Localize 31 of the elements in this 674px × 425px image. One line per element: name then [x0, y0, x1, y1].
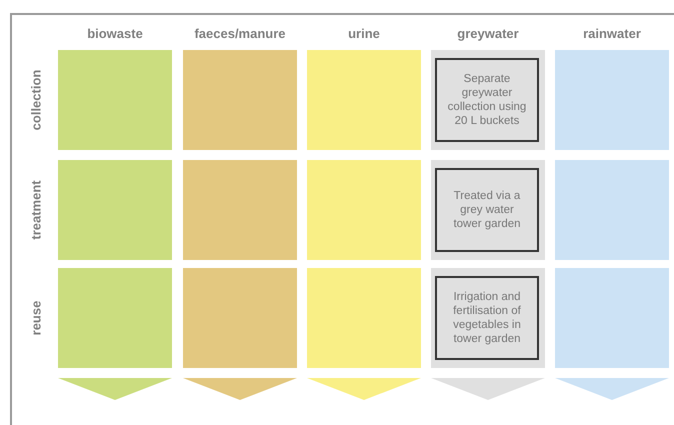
matrix-cell	[555, 160, 669, 260]
matrix-cell	[307, 268, 421, 368]
matrix-cell	[183, 50, 297, 150]
matrix-cell	[58, 50, 172, 150]
down-arrow	[58, 378, 172, 400]
matrix-cell	[183, 160, 297, 260]
down-arrow	[183, 378, 297, 400]
matrix-cell	[307, 50, 421, 150]
column-header: biowaste	[86, 25, 144, 43]
matrix-cell	[183, 268, 297, 368]
row-header: collection	[27, 70, 44, 130]
matrix-cell	[307, 160, 421, 260]
text-box: Separate greywater collection using 20 L buckets	[435, 58, 539, 142]
row-header: reuse	[27, 300, 44, 336]
down-arrow	[431, 378, 545, 400]
text-box: Irrigation and fertilisation of vegetables in tower garden	[435, 276, 539, 360]
matrix-cell	[58, 268, 172, 368]
matrix-cell	[431, 160, 545, 260]
row-header: treatment	[27, 180, 44, 240]
matrix-cell	[431, 50, 545, 150]
matrix-cell	[555, 50, 669, 150]
column-header: greywater	[456, 25, 520, 43]
down-arrow	[307, 378, 421, 400]
down-arrow	[555, 378, 669, 400]
text-box: Treated via a grey water tower garden	[435, 168, 539, 252]
matrix-cell	[431, 268, 545, 368]
matrix-cell	[555, 268, 669, 368]
column-header: urine	[347, 25, 381, 43]
column-header: rainwater	[582, 25, 642, 43]
matrix-cell	[58, 160, 172, 260]
column-header: faeces/manure	[193, 25, 287, 43]
